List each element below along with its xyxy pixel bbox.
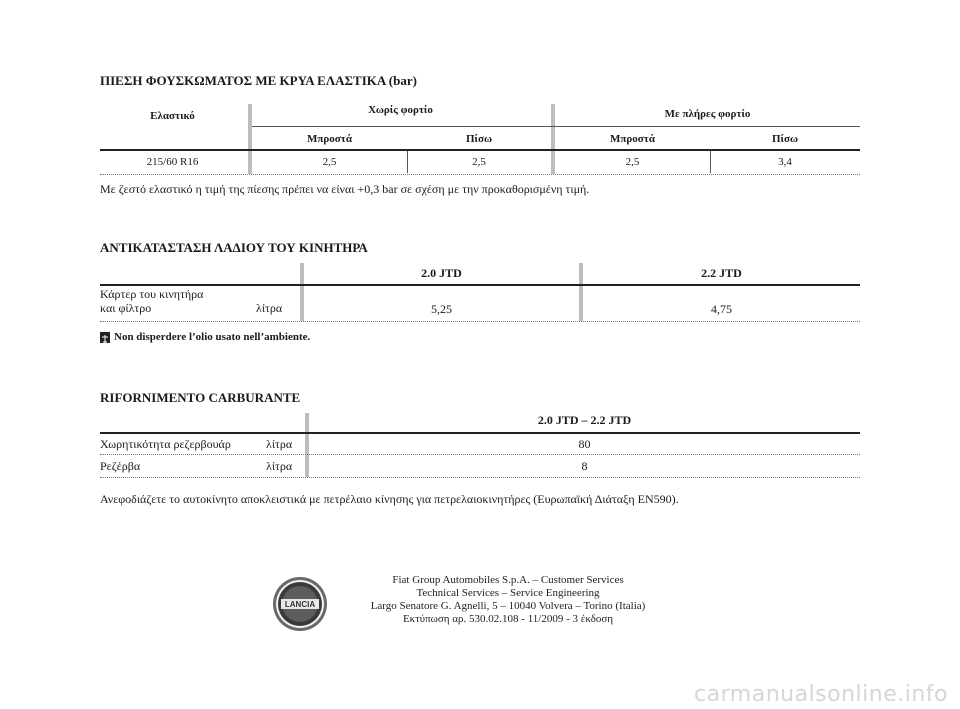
cell-divider xyxy=(710,151,711,173)
tyre-size: 215/60 R16 xyxy=(146,156,199,168)
column-divider xyxy=(305,413,309,477)
row-rule xyxy=(100,477,860,478)
oil-value: 4,75 xyxy=(711,302,732,316)
no-load-header: Χωρίς φορτίο xyxy=(368,104,433,116)
hot-tyre-note: Με ζεστό ελαστικό η τιμή της πίεσης πρέπ… xyxy=(100,182,590,196)
table-rule xyxy=(100,149,860,151)
column-divider xyxy=(579,263,583,321)
watermark: carmanualsonline.info xyxy=(694,682,948,707)
recycle-icon xyxy=(100,332,110,343)
tyre-pressure-title: ΠΙΕΣΗ ΦΟΥΣΚΩΜΑΤΟΣ ΜΕ ΚΡΥΑ ΕΛΑΣΤΙΚΑ (bar) xyxy=(100,73,417,88)
tank-capacity-value: 80 xyxy=(578,437,591,451)
oil-change-title: ΑΝΤΙΚΑΤΑΣΤΑΣΗ ΛΑΔΙΟΥ ΤΟΥ ΚΙΝΗΤΗΡΑ xyxy=(100,240,368,255)
fuel-title: RIFORNIMENTO CARBURANTE xyxy=(100,390,301,405)
front-header: Μπροστά xyxy=(307,133,352,145)
full-load-header: Με πλήρες φορτίο xyxy=(664,108,751,120)
tank-capacity-label: Χωρητικότητα ρεζερβουάρ xyxy=(100,437,231,451)
oil-value: 5,25 xyxy=(431,302,452,316)
column-divider xyxy=(300,263,304,321)
engine-2-0-header: 2.0 JTD xyxy=(421,266,462,280)
table-rule xyxy=(100,432,860,434)
unit-label: λίτρα xyxy=(266,437,293,451)
pressure-value: 2,5 xyxy=(625,156,640,168)
footer-line-4: Εκτύπωση αρ. 530.02.108 - 11/2009 - 3 έκ… xyxy=(402,613,614,625)
cell-divider xyxy=(407,151,408,173)
column-divider xyxy=(248,104,252,174)
filter-label: και φίλτρο xyxy=(100,301,152,315)
engine-2-2-header: 2.2 JTD xyxy=(701,266,742,280)
sump-label: Κάρτερ του κινητήρα xyxy=(100,287,204,301)
table-rule xyxy=(100,284,860,286)
footer-line-2: Technical Services – Service Engineering xyxy=(416,587,600,599)
footer-line-1: Fiat Group Automobiles S.p.A. – Customer… xyxy=(392,574,624,586)
rear-header: Πίσω xyxy=(466,133,492,145)
tyre-column-header: Ελαστικό xyxy=(150,110,195,122)
pressure-value: 3,4 xyxy=(778,156,792,168)
row-rule xyxy=(100,454,860,455)
pressure-value: 2,5 xyxy=(322,156,337,168)
row-rule xyxy=(100,321,860,322)
environment-note: Non disperdere l’olio usato nell’ambient… xyxy=(114,331,311,343)
fuel-note: Ανεφοδιάζετε το αυτοκίνητο αποκλειστικά … xyxy=(100,492,679,506)
front-header: Μπροστά xyxy=(610,133,655,145)
pressure-value: 2,5 xyxy=(472,156,486,168)
unit-label: λίτρα xyxy=(256,301,283,315)
svg-text:LANCIA: LANCIA xyxy=(285,600,315,609)
column-divider xyxy=(551,104,555,174)
reserve-value: 8 xyxy=(581,459,588,473)
footer-line-3: Largo Senatore G. Agnelli, 5 – 10040 Vol… xyxy=(370,600,646,612)
rear-header: Πίσω xyxy=(772,133,798,145)
lancia-logo: LANCIA xyxy=(272,576,328,632)
engines-header: 2.0 JTD – 2.2 JTD xyxy=(537,413,632,427)
row-rule xyxy=(100,174,860,175)
unit-label: λίτρα xyxy=(266,459,293,473)
reserve-label: Ρεζέρβα xyxy=(100,459,141,473)
header-rule xyxy=(252,126,860,127)
